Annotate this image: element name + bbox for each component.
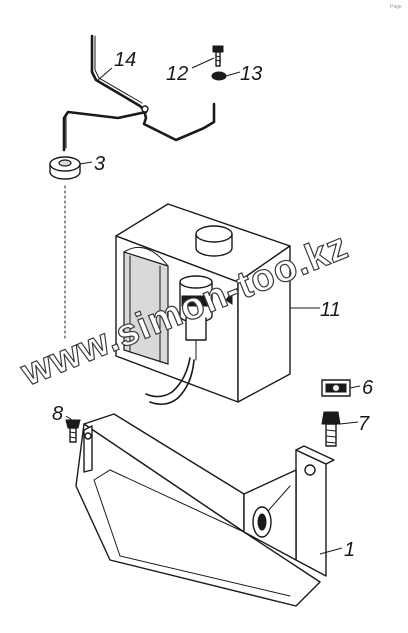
callout-3: 3 (94, 153, 105, 175)
part-14-washer-tube (62, 34, 216, 152)
part-3-grommet (49, 156, 81, 180)
callout-8: 8 (52, 403, 63, 425)
part-11-reservoir-tank (115, 203, 291, 406)
callout-labels: 14 12 13 3 11 6 7 8 1 (52, 49, 374, 561)
callout-6: 6 (362, 377, 374, 399)
callout-14: 14 (114, 49, 136, 71)
callout-1: 1 (344, 539, 355, 561)
part-6-clip (321, 379, 351, 397)
corner-mark: Page (390, 4, 402, 10)
callout-11: 11 (320, 299, 341, 321)
part-7-bolt (321, 411, 341, 447)
callout-12: 12 (166, 63, 188, 85)
part-13-nut (211, 71, 227, 81)
part-8-screw (65, 419, 81, 443)
callout-leaders (65, 57, 361, 555)
part-12-screw (212, 45, 224, 67)
callout-13: 13 (240, 63, 262, 85)
part-1-bracket (75, 413, 335, 607)
callout-7: 7 (358, 413, 370, 435)
